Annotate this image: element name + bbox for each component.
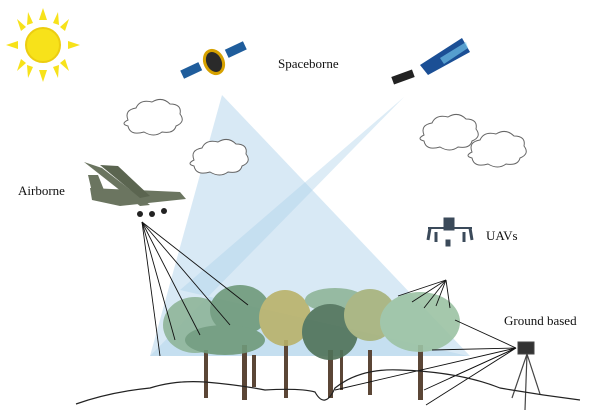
sun-icon (6, 8, 80, 82)
spaceborne-label: Spaceborne (278, 56, 339, 71)
uavs-label: UAVs (486, 228, 518, 243)
airplane-icon (84, 162, 186, 217)
satellite-2-icon (391, 38, 470, 85)
lidar-rays (141, 221, 517, 406)
ground-line (75, 369, 581, 405)
cloud-icon (123, 98, 527, 176)
ground-based-label: Ground based (504, 313, 577, 328)
forest (163, 285, 460, 400)
airborne-label: Airborne (18, 183, 65, 198)
ground-scanner-icon (511, 341, 541, 411)
satellite-1-icon (180, 41, 247, 79)
uav-icon (426, 217, 474, 247)
